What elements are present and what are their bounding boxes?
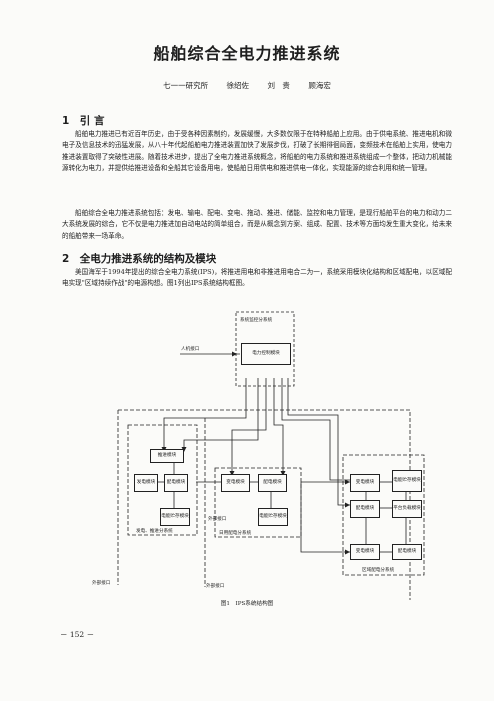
gen-prop-system-label: 发电、推进分系统 [136, 529, 173, 534]
section-heading-intro: 1 引 言 [62, 115, 105, 127]
platform-load-module: 平台负载模块 [392, 500, 422, 518]
distribution-module: 配电模块 [350, 500, 380, 518]
external-interface-label: 外部接口 [206, 584, 225, 589]
paper-title: 船舶综合全电力推进系统 [153, 44, 341, 63]
author-org: 七一一研究所 [163, 81, 209, 90]
structure-paragraph-1: 美国海军于1994年提出的综合全电力系统(IPS)，将推进用电和非推进用电合二为… [62, 268, 452, 288]
figure-caption: 图1 IPS系统结构图 [220, 601, 274, 607]
storage-module: 电能贮存模块 [392, 470, 422, 492]
hmi-label: 人机接口 [181, 347, 200, 352]
authors: 七一一研究所 徐绍佐 刘 贵 顾海宏 [0, 80, 494, 91]
distribution-module: 配电模块 [258, 474, 287, 492]
author-name: 刘 贵 [267, 81, 290, 90]
intro-paragraph-2: 船舶综合全电力推进系统包括：发电、输电、配电、变电、拖动、推进、储能、监控和电力… [62, 209, 452, 240]
author-name: 顾海宏 [308, 81, 331, 90]
distribution-module: 配电模块 [164, 474, 188, 492]
external-interface-label: 外部接口 [92, 581, 111, 586]
power-control-module: 电力控制模块 [241, 343, 291, 365]
daily-dist-system-label: 日用配电分系统 [219, 531, 252, 536]
storage-module: 电能贮存模块 [160, 508, 190, 526]
zone-dist-system-label: 区域配电分系统 [362, 568, 395, 573]
propulsion-module: 推进模块 [150, 449, 184, 463]
section-heading-structure: 2 全电力推进系统的结构及模块 [62, 253, 217, 265]
generator-module: 发电模块 [134, 474, 158, 492]
monitor-system-label: 系统监控分系统 [240, 318, 273, 323]
conversion-module: 变电模块 [350, 544, 380, 560]
author-name: 徐绍佐 [226, 81, 250, 90]
distribution-module: 配电模块 [392, 544, 422, 560]
conversion-module: 变电模块 [350, 474, 380, 492]
storage-module: 电能贮存模块 [258, 508, 288, 526]
page-number: － 152 － [60, 630, 95, 639]
conversion-module: 变电模块 [221, 474, 250, 492]
external-interface-label: 外部接口 [208, 517, 227, 522]
intro-paragraph-1: 船舶电力推进已有近百年历史，由于受各种因素制约，发展缓慢，大多数仅限于在特种船舶… [62, 130, 452, 172]
